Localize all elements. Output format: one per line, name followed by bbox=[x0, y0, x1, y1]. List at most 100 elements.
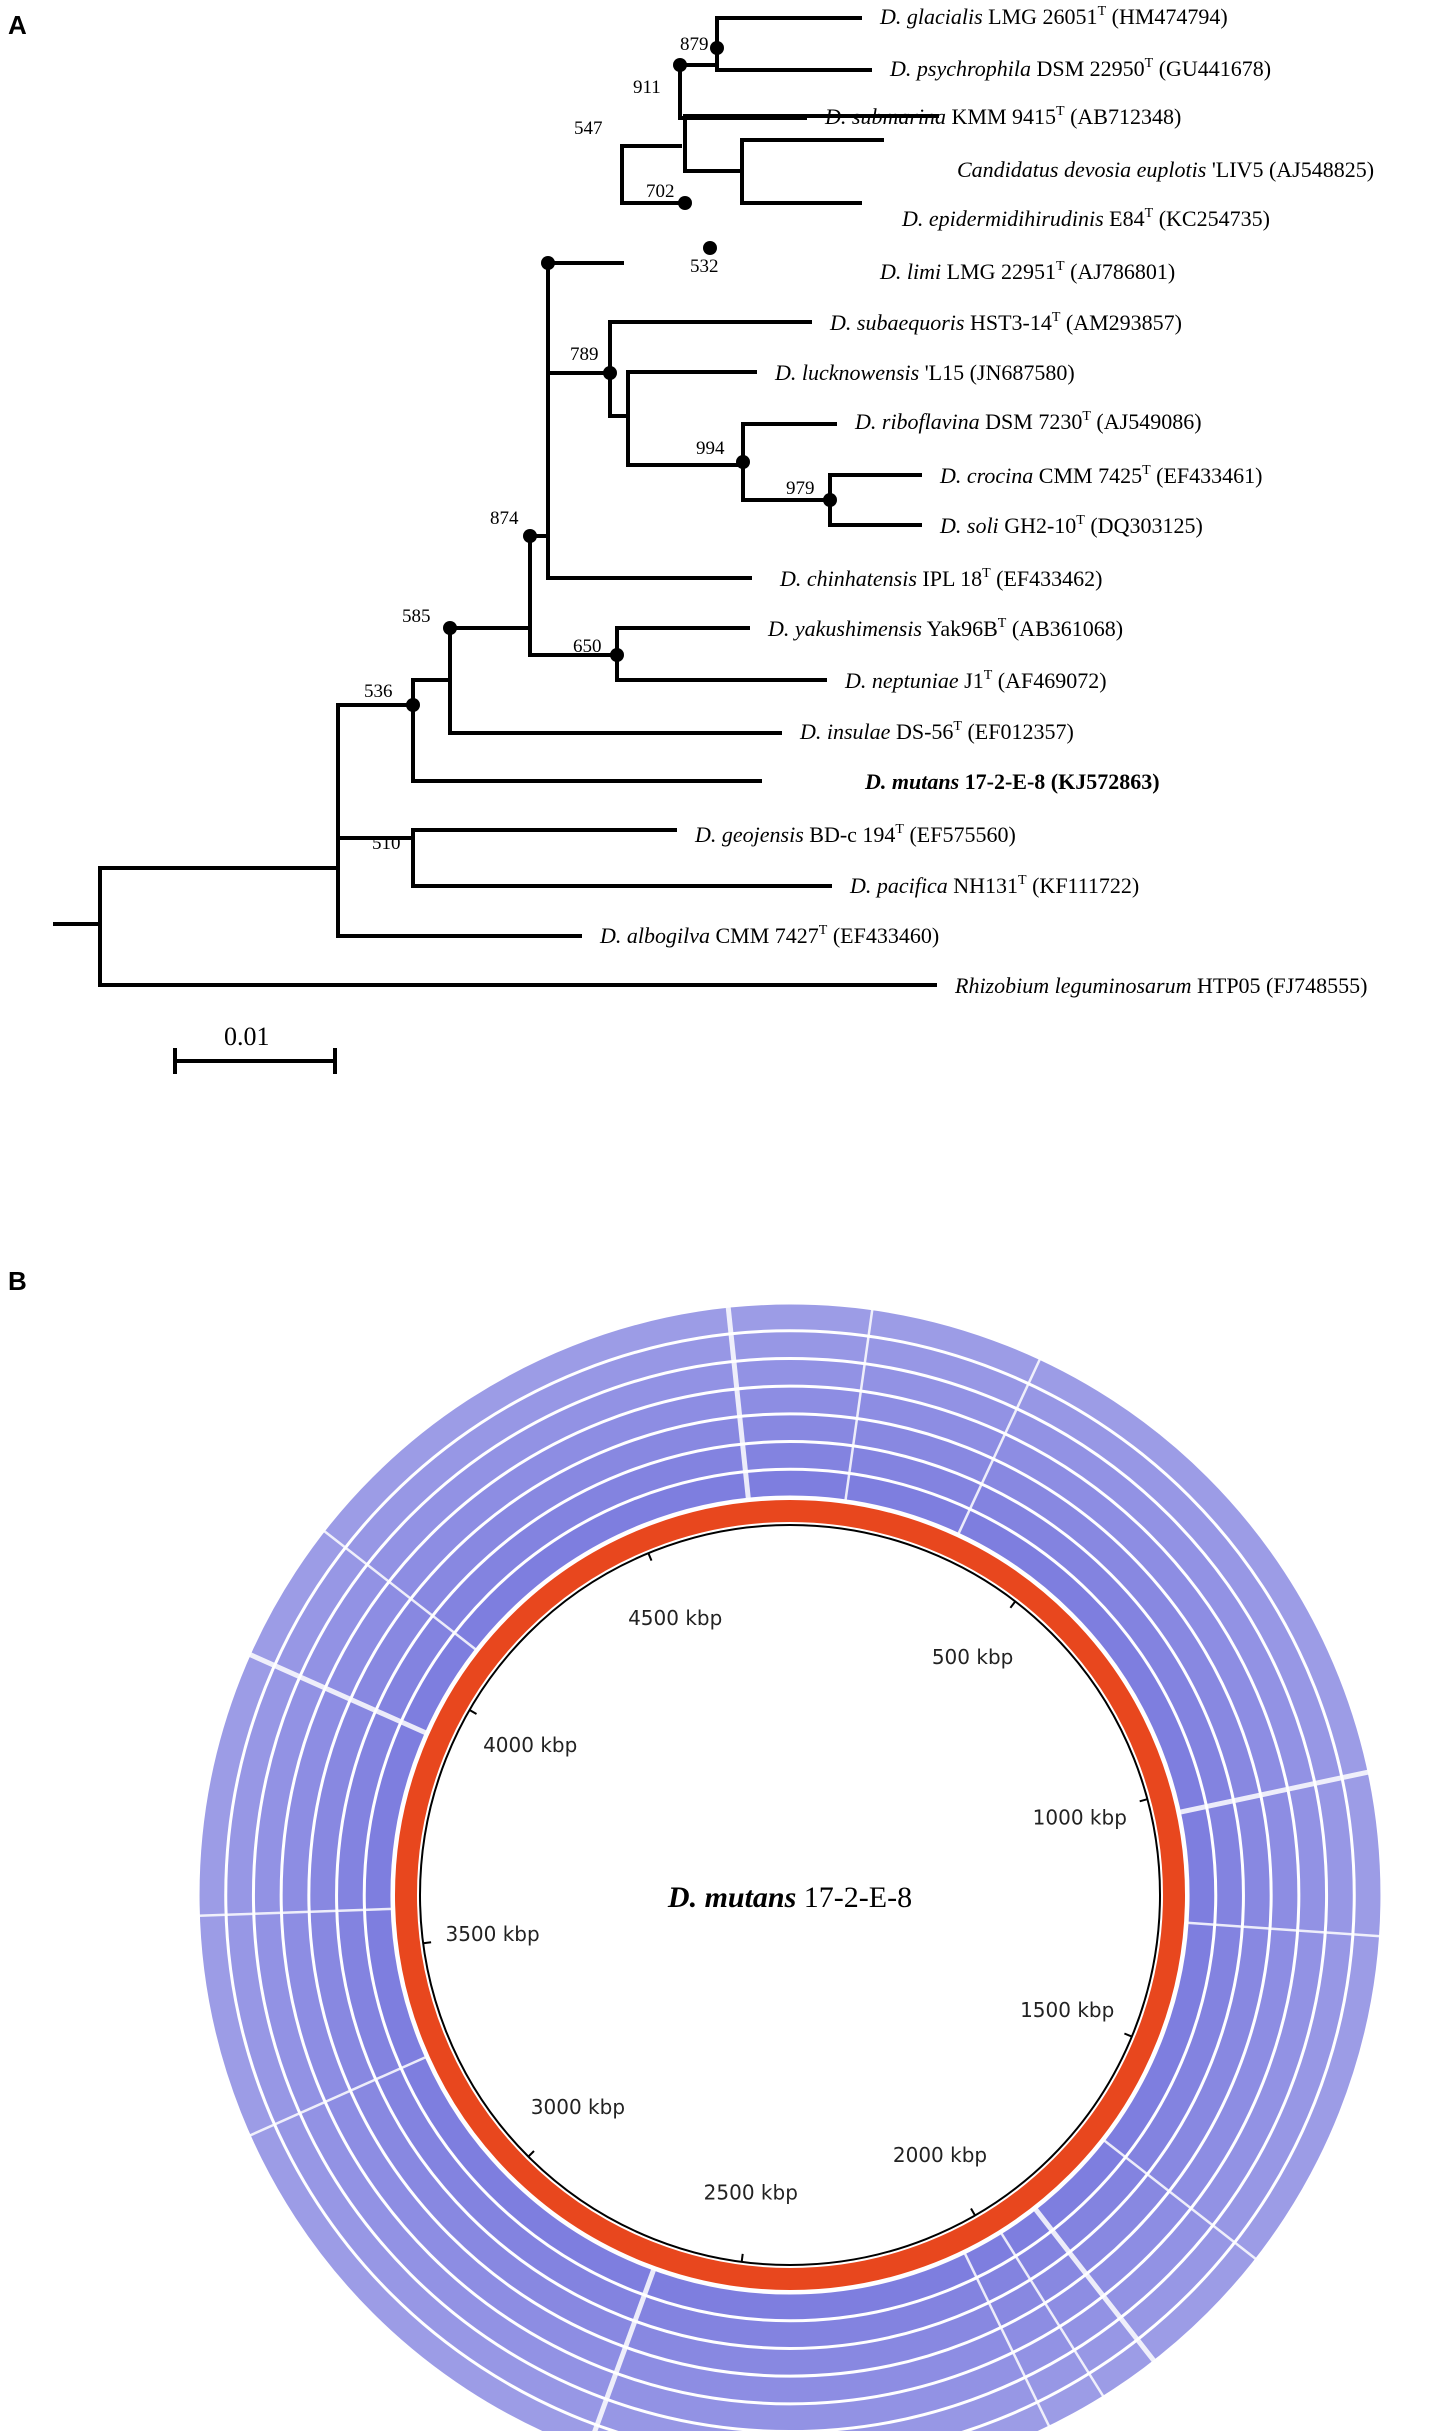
kbp-label: 1500 kbp bbox=[1020, 1998, 1114, 2022]
identity-gap bbox=[963, 2252, 1051, 2428]
identity-ring-7 bbox=[199, 1304, 1381, 2431]
bootstrap-label: 585 bbox=[402, 606, 431, 627]
genome-center-title: D. mutans 17-2-E-8 bbox=[667, 1881, 912, 1914]
panel-b-letter: B bbox=[8, 1266, 27, 1296]
identity-gap bbox=[725, 1305, 751, 1500]
tree-node bbox=[406, 698, 420, 712]
identity-rings bbox=[199, 1304, 1381, 2431]
leaf-label-pacifica: D. pacifica NH131T (KF111722) bbox=[849, 873, 1139, 898]
scale-bar-line bbox=[173, 1048, 337, 1074]
leaf-label-yakushimensis: D. yakushimensis Yak96BT (AB361068) bbox=[767, 616, 1123, 641]
identity-gap bbox=[844, 1308, 874, 1502]
panel-a-letter: A bbox=[8, 10, 27, 40]
bootstrap-label: 911 bbox=[633, 77, 661, 98]
leaf-label-albogilva: D. albogilva CMM 7427T (EF433460) bbox=[599, 923, 939, 948]
bootstrap-label: 879 bbox=[680, 34, 709, 55]
tree-node bbox=[710, 41, 724, 55]
leaf-label-rhizobium: Rhizobium leguminosarum HTP05 (FJ748555) bbox=[954, 973, 1368, 998]
identity-gap bbox=[322, 1529, 478, 1651]
kbp-tick bbox=[740, 2253, 744, 2262]
kbp-label: 2000 kbp bbox=[893, 2143, 987, 2167]
kbp-label: 500 kbp bbox=[932, 1645, 1014, 1669]
identity-gap bbox=[248, 2055, 427, 2137]
kbp-tick bbox=[469, 1709, 478, 1715]
bootstrap-label: 536 bbox=[364, 681, 393, 702]
leaf-label-subaequoris: D. subaequoris HST3-14T (AM293857) bbox=[829, 310, 1182, 335]
leaf-label-lucknowensis: D. lucknowensis 'L15 (JN687580) bbox=[774, 360, 1075, 385]
leaf-label-neptuniae: D. neptuniae J1T (AF469072) bbox=[844, 668, 1107, 693]
tree-node bbox=[523, 529, 537, 543]
kbp-tick bbox=[1009, 1600, 1016, 1609]
identity-ring-2 bbox=[338, 1443, 1242, 2347]
kbp-label: 2500 kbp bbox=[704, 2180, 798, 2204]
leaf-labels: D. glacialis LMG 26051T (HM474794) D. psy… bbox=[599, 4, 1374, 998]
kbp-label: 3500 kbp bbox=[445, 1922, 539, 1946]
identity-gap bbox=[957, 1357, 1042, 1535]
leaf-label-glacialis: D. glacialis LMG 26051T (HM474794) bbox=[879, 4, 1228, 29]
tree-node bbox=[703, 241, 717, 255]
tree-node bbox=[610, 648, 624, 662]
bootstrap-label: 650 bbox=[573, 636, 602, 657]
tree-nodes bbox=[406, 41, 837, 712]
bootstrap-label: 510 bbox=[372, 833, 401, 854]
tree-node bbox=[736, 455, 750, 469]
kbp-label: 4500 kbp bbox=[628, 1606, 722, 1630]
identity-gap bbox=[198, 1907, 393, 1917]
identity-ring-5 bbox=[254, 1359, 1326, 2431]
tree-branches bbox=[53, 16, 939, 987]
bootstrap-label: 547 bbox=[574, 118, 603, 139]
tree-node bbox=[541, 256, 555, 270]
bootstrap-label: 702 bbox=[646, 181, 675, 202]
identity-gap bbox=[1102, 2139, 1258, 2261]
bootstrap-labels: 879 911 547 702 532 789 994 979 874 650 … bbox=[364, 34, 815, 854]
identity-gap bbox=[592, 2268, 657, 2431]
leaf-label-mutans: D. mutans 17-2-E-8 (KJ572863) bbox=[864, 769, 1160, 794]
leaf-label-psychrophila: D. psychrophila DSM 22950T (GU441678) bbox=[889, 56, 1271, 81]
kbp-tick bbox=[647, 1552, 653, 1561]
identity-gap bbox=[1186, 1921, 1381, 1938]
leaf-label-euplotis: Candidatus devosia euplotis 'LIV5 (AJ548… bbox=[957, 157, 1374, 182]
identity-gap bbox=[1178, 1769, 1370, 1815]
leaf-label-crocina: D. crocina CMM 7425T (EF433461) bbox=[939, 463, 1262, 488]
kbp-tick bbox=[1124, 2032, 1133, 2038]
leaf-label-epidermidihirudinis: D. epidermidihirudinis E84T (KC254735) bbox=[901, 206, 1270, 231]
bootstrap-label: 532 bbox=[690, 256, 719, 277]
genome-axis-circle bbox=[419, 1524, 1161, 2266]
kbp-tick bbox=[527, 2150, 535, 2158]
leaf-label-chinhatensis: D. chinhatensis IPL 18T (EF433462) bbox=[779, 566, 1102, 591]
bootstrap-label: 789 bbox=[570, 344, 599, 365]
kbp-label: 4000 kbp bbox=[483, 1733, 577, 1757]
leaf-label-geojensis: D. geojensis BD-c 194T (EF575560) bbox=[694, 822, 1016, 847]
identity-gap bbox=[248, 1651, 428, 1736]
identity-gap bbox=[1033, 2207, 1157, 2364]
leaf-label-insulae: D. insulae DS-56T (EF012357) bbox=[799, 719, 1074, 744]
kbp-labels: 500 kbp 1000 kbp 1500 kbp 2000 kbp 2500 kbp 3… bbox=[423, 1552, 1148, 2262]
leaf-label-riboflavina: D. riboflavina DSM 7230T (AJ549086) bbox=[854, 409, 1202, 434]
backbone-ring bbox=[395, 1500, 1185, 2290]
kbp-label: 1000 kbp bbox=[1033, 1805, 1127, 1829]
identity-ring-6 bbox=[227, 1332, 1353, 2431]
kbp-tick bbox=[423, 1941, 432, 1945]
identity-ring-4 bbox=[282, 1387, 1298, 2403]
kbp-tick bbox=[970, 2207, 976, 2216]
tree-node bbox=[673, 58, 687, 72]
scale-bar: 0.01 bbox=[173, 1022, 337, 1074]
leaf-label-limi: D. limi LMG 22951T (AJ786801) bbox=[879, 259, 1175, 284]
tree-node bbox=[678, 196, 692, 210]
kbp-label: 3000 kbp bbox=[531, 2095, 625, 2119]
bootstrap-label: 874 bbox=[490, 508, 519, 529]
panel-b: B 500 kbp 1000 kbp 1500 kbp 2000 kbp 2500 kb… bbox=[8, 1266, 1381, 2431]
panel-a: A bbox=[8, 4, 1374, 1074]
bootstrap-label: 994 bbox=[696, 438, 725, 459]
identity-ring-3 bbox=[310, 1415, 1270, 2375]
identity-ring-1 bbox=[365, 1470, 1215, 2320]
bootstrap-label: 979 bbox=[786, 478, 815, 499]
tree-node bbox=[603, 366, 617, 380]
leaf-label-soli: D. soli GH2-10T (DQ303125) bbox=[939, 513, 1203, 538]
identity-ring-gaps bbox=[198, 1305, 1381, 2431]
tree-node bbox=[443, 621, 457, 635]
leaf-label-submarina: D. submarina KMM 9415T (AB712348) bbox=[824, 104, 1181, 129]
identity-gap bbox=[999, 2231, 1105, 2398]
kbp-tick bbox=[1139, 1798, 1148, 1803]
